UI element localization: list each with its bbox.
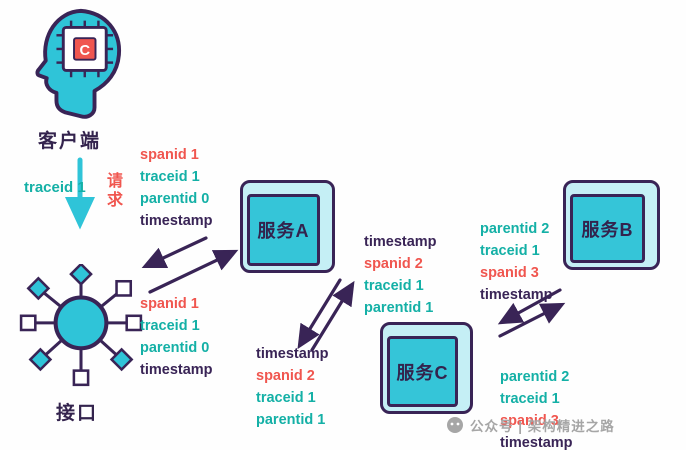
service-a-node: 服务A	[240, 180, 335, 273]
request-label: 请求	[104, 172, 121, 210]
request-traceid-label: traceid 1	[24, 179, 86, 196]
watermark: 公众号 | 架构精进之路	[446, 415, 615, 435]
annotation-line: timestamp	[480, 287, 553, 303]
client-head-icon: C	[26, 6, 124, 128]
annotation-line: spanid 1	[140, 147, 199, 163]
gateway-label: 接口	[56, 403, 99, 424]
annotation-gateway-call: spanid 1 traceid 1 parentid 0 timestamp	[140, 293, 213, 381]
annotation-line: parentid 0	[140, 191, 210, 207]
service-c-node: 服务C	[380, 322, 473, 414]
official-account-logo-icon	[447, 417, 463, 433]
annotation-line: timestamp	[364, 234, 437, 250]
annotation-line: spanid 1	[140, 296, 199, 312]
annotation-c-to-b-lower: parentid 2 traceid 1 spanid 3 timestamp	[500, 366, 573, 450]
service-a-label: 服务A	[257, 221, 310, 241]
hub-node-n	[69, 264, 93, 287]
annotation-line: traceid 1	[364, 278, 424, 294]
annotation-c-to-b-upper: parentid 2 traceid 1 spanid 3 timestamp	[480, 218, 553, 306]
annotation-line: traceid 1	[140, 318, 200, 334]
annotation-line: traceid 1	[500, 391, 560, 407]
service-b-label: 服务B	[581, 219, 634, 240]
service-b-screen: 服务B	[570, 194, 645, 263]
hub-node-nw	[26, 276, 51, 301]
service-a-screen: 服务A	[247, 194, 320, 266]
annotation-line: parentid 1	[256, 412, 326, 428]
hub-center	[53, 295, 109, 351]
annotation-line: spanid 3	[480, 265, 539, 281]
annotation-line: spanid 3	[500, 413, 559, 429]
service-c-to-service-b-arrow	[498, 302, 566, 338]
gateway-hub-graphic	[19, 264, 143, 387]
annotation-client-call: spanid 1 traceid 1 parentid 0 timestamp	[140, 144, 213, 232]
annotation-line: timestamp	[256, 346, 329, 362]
client-label: 客户端	[38, 131, 102, 152]
chip-letter: C	[79, 43, 90, 59]
annotation-line: timestamp	[500, 435, 573, 450]
annotation-line: parentid 2	[500, 369, 570, 385]
service-a-to-service-c-arrow	[297, 278, 342, 350]
annotation-line: traceid 1	[480, 243, 540, 259]
service-c-screen: 服务C	[387, 336, 458, 407]
service-b-node: 服务B	[563, 180, 660, 270]
client-head-graphic: C	[35, 8, 121, 119]
hub-node-w	[19, 314, 37, 332]
watermark-text: 公众号 | 架构精进之路	[470, 419, 615, 434]
gateway-to-service-a-arrow	[148, 249, 239, 294]
hub-node-e	[125, 314, 143, 332]
hub-node-se	[109, 347, 134, 372]
annotation-line: timestamp	[140, 213, 213, 229]
annotation-line: timestamp	[140, 362, 213, 378]
service-a-to-gateway-arrow	[141, 236, 208, 269]
annotation-line: traceid 1	[256, 390, 316, 406]
annotation-line: parentid 0	[140, 340, 210, 356]
hub-node-sw	[28, 347, 53, 372]
service-c-to-service-a-arrow	[310, 280, 355, 352]
annotation-line: spanid 2	[364, 256, 423, 272]
chip-core	[73, 37, 97, 61]
service-c-label: 服务C	[396, 362, 449, 383]
annotation-a-to-c-lower: timestamp spanid 2 traceid 1 parentid 1	[256, 343, 329, 431]
annotation-line: parentid 2	[480, 221, 550, 237]
annotation-line: traceid 1	[140, 169, 200, 185]
annotation-line: parentid 1	[364, 300, 434, 316]
gateway-hub-icon	[18, 264, 144, 396]
hub-node-s	[72, 369, 90, 387]
annotation-a-to-c-upper: timestamp spanid 2 traceid 1 parentid 1	[364, 231, 437, 319]
annotation-line: spanid 2	[256, 368, 315, 384]
hub-node-ne	[115, 279, 133, 297]
